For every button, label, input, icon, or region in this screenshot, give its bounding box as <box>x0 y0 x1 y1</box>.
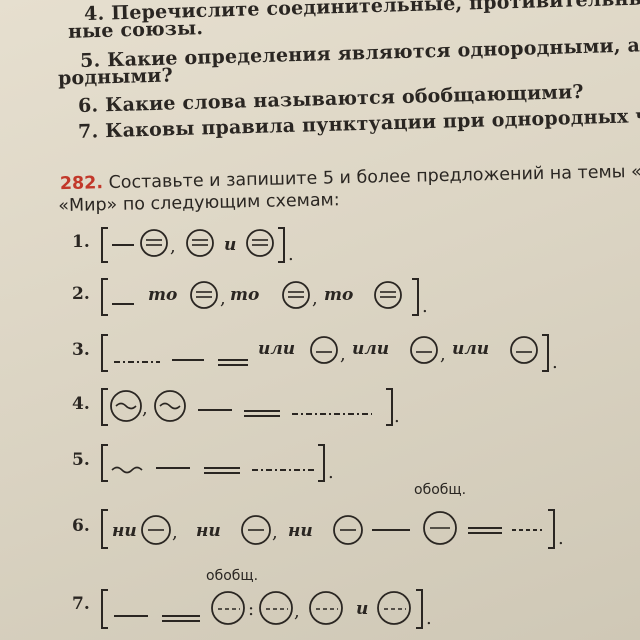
word-ni: ни <box>288 521 313 541</box>
period: . <box>422 296 428 317</box>
label-obobshch: обобщ. <box>414 482 467 498</box>
scheme-number: 1. <box>72 232 90 252</box>
scheme-number: 2. <box>72 284 90 304</box>
comma: , <box>294 601 300 622</box>
comma: , <box>272 522 278 543</box>
word-ni: ни <box>196 521 221 541</box>
comma: , <box>220 288 226 309</box>
label-obobshch: обобщ. <box>206 568 259 584</box>
word-i: и <box>356 599 368 619</box>
scheme-3: 3. или , или , или . <box>72 330 640 376</box>
scheme-number: 5. <box>72 450 90 470</box>
comma: , <box>172 522 178 543</box>
comma: , <box>312 288 318 309</box>
comma: , <box>142 398 148 419</box>
scheme-1-diagram: , и . <box>101 227 294 265</box>
period: . <box>552 352 558 373</box>
period: . <box>426 608 432 629</box>
exercise-header: 282. Составьте и запишите 5 и более пред… <box>58 161 640 217</box>
word-to: то <box>324 285 353 305</box>
colon: : <box>248 599 254 620</box>
comma: , <box>440 344 446 365</box>
scheme-4: 4. , . <box>72 384 640 430</box>
word-ni: ни <box>112 521 137 541</box>
scheme-5: 5. . <box>72 440 640 486</box>
period: . <box>288 244 294 265</box>
scheme-7: 7. обобщ. : , и . <box>72 568 640 630</box>
word-to: то <box>148 285 177 305</box>
scheme-5-diagram: . <box>101 444 334 483</box>
exercise-number: 282. <box>59 173 104 195</box>
scheme-4-diagram: , . <box>101 388 400 427</box>
word-ili: или <box>258 339 295 359</box>
scheme-2: 2. то , то , то . <box>72 274 640 320</box>
period: . <box>558 528 564 549</box>
scheme-7-diagram: : , и . <box>101 589 432 629</box>
word-i: и <box>224 235 236 255</box>
scheme-6: 6. обобщ. ни , ни , ни . <box>72 482 640 552</box>
scheme-number: 3. <box>72 340 90 360</box>
scheme-number: 4. <box>72 394 90 414</box>
word-to: то <box>230 285 259 305</box>
period: . <box>394 406 400 427</box>
scheme-number: 7. <box>72 594 90 614</box>
comma: , <box>170 236 176 257</box>
comma: , <box>340 344 346 365</box>
scheme-number: 6. <box>72 516 90 536</box>
period: . <box>328 462 334 483</box>
question-5-cont: родными? <box>57 64 174 90</box>
scheme-2-diagram: то , то , то . <box>101 278 428 317</box>
scheme-3-diagram: или , или , или . <box>101 334 558 373</box>
scheme-1: 1. , и . <box>72 222 640 268</box>
question-4-cont: ные союзы. <box>67 17 204 43</box>
word-ili: или <box>452 339 489 359</box>
word-ili: или <box>352 339 389 359</box>
scheme-6-diagram: ни , ни , ни . <box>101 509 564 549</box>
